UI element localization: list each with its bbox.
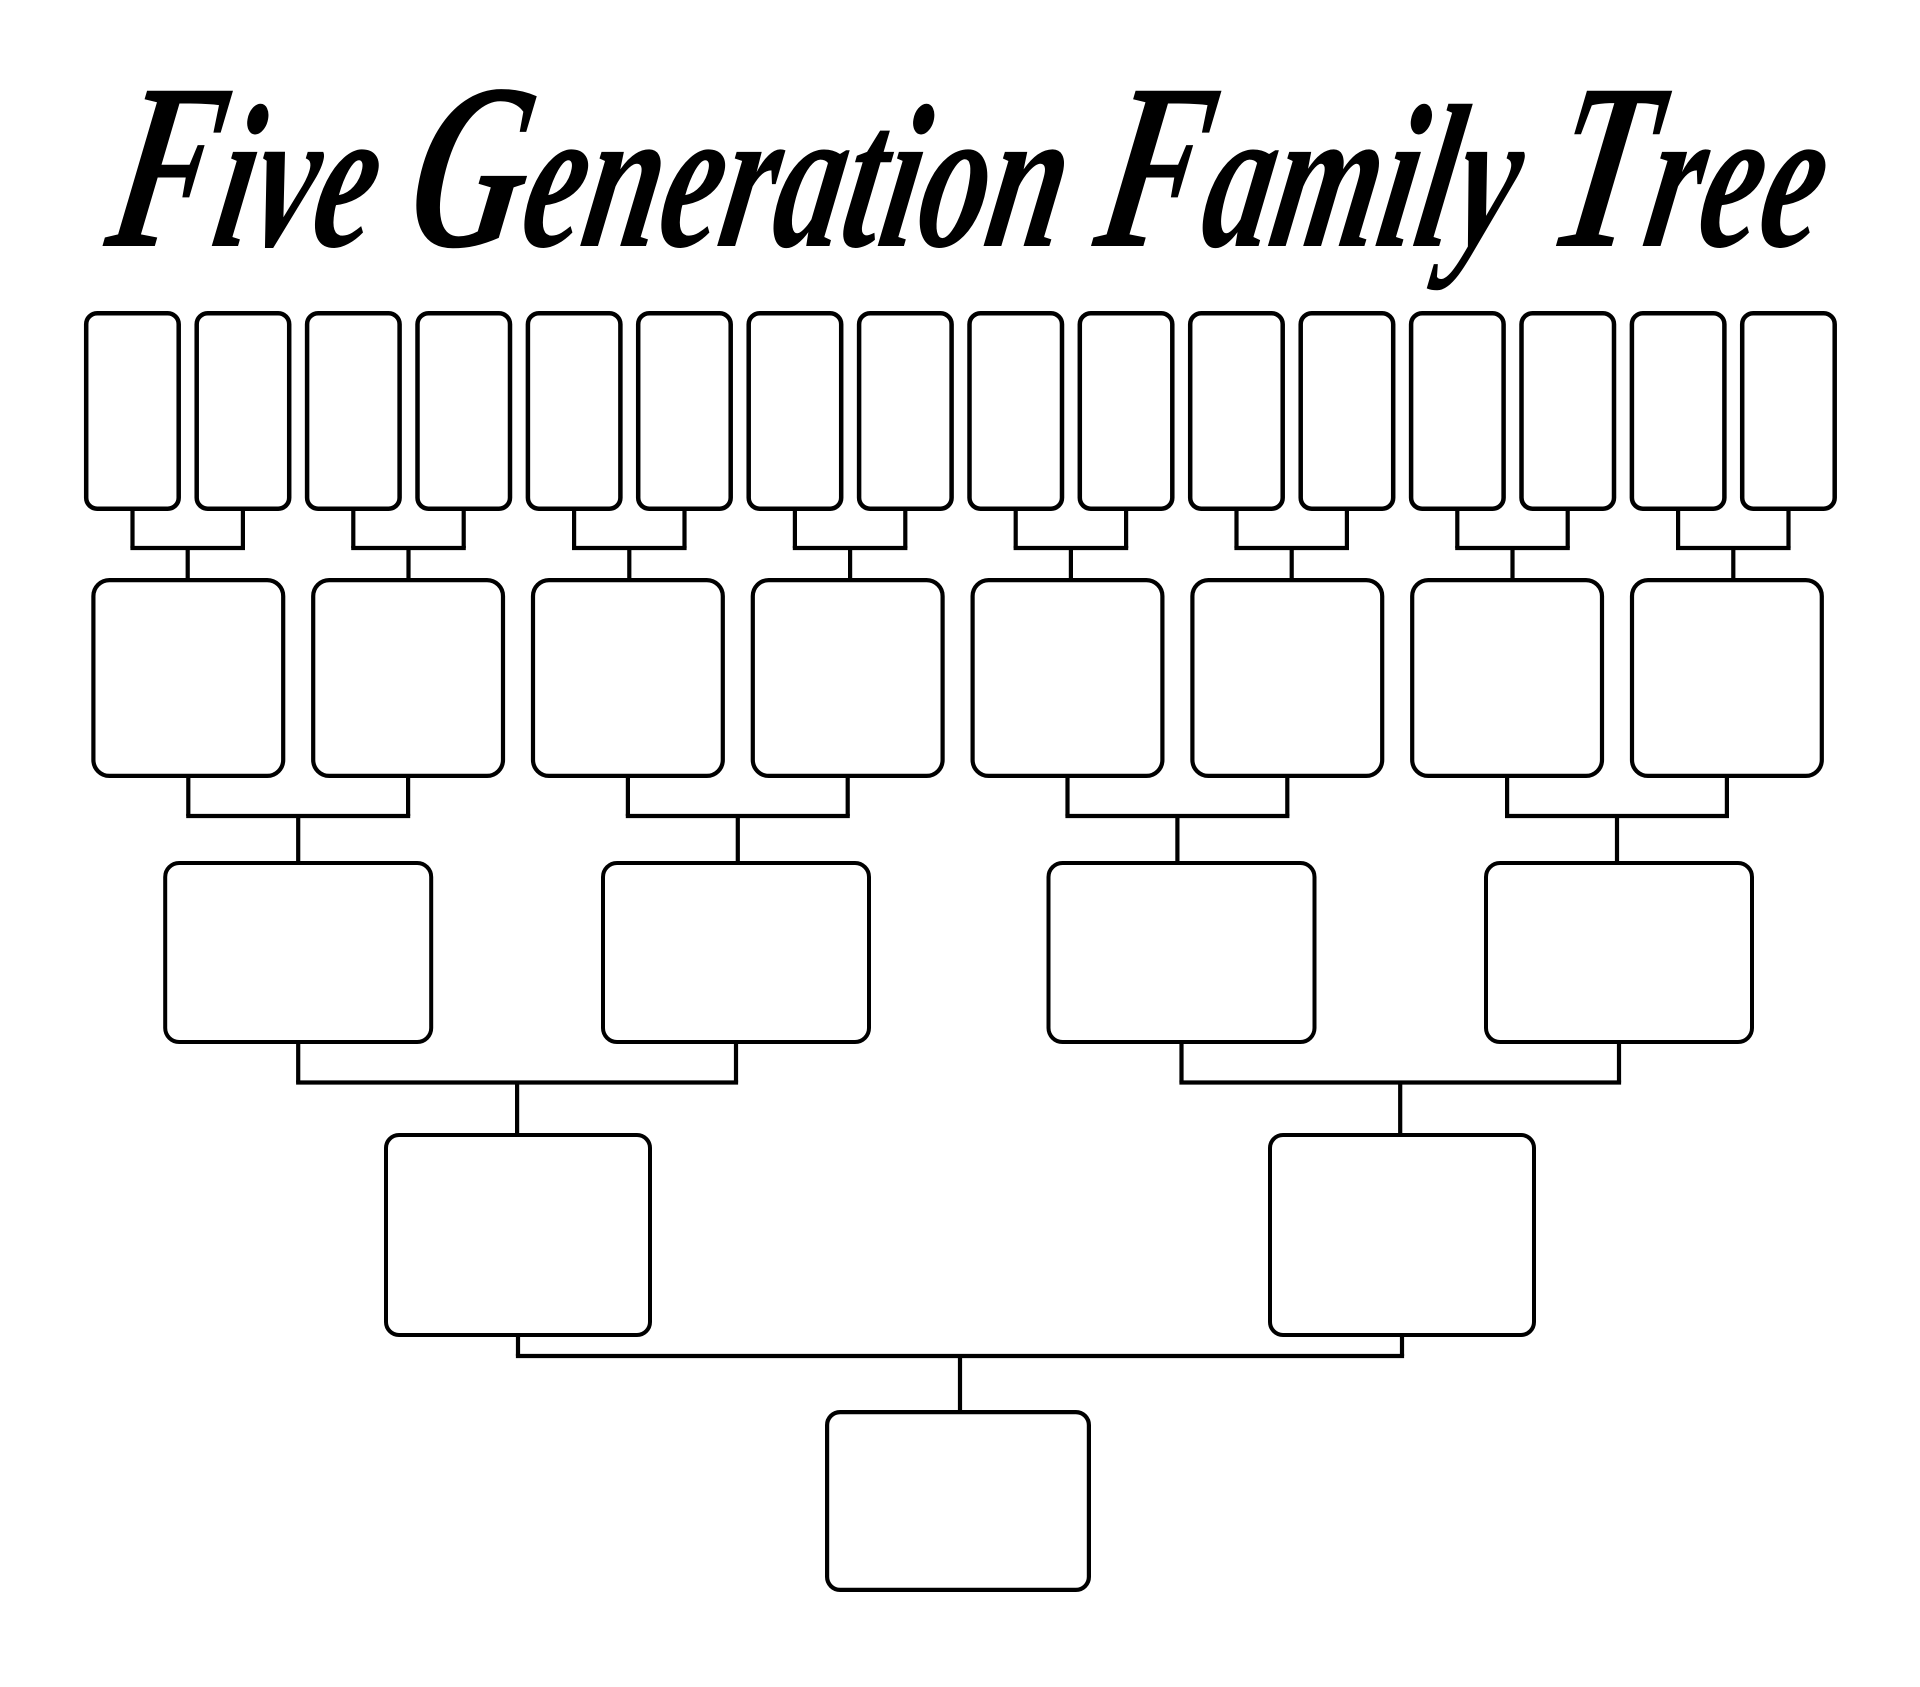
svg-text:Five Generation Family Tree: Five Generation Family Tree: [93, 35, 1852, 298]
